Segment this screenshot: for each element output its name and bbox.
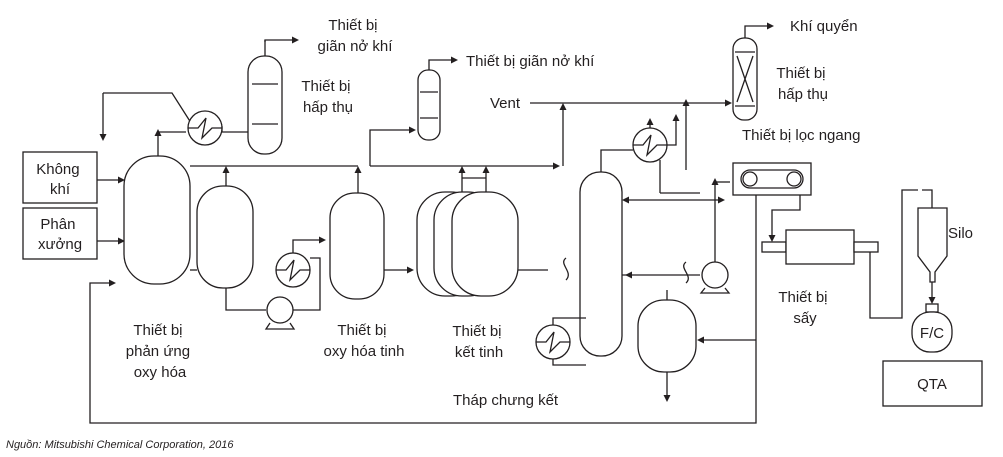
- oxy-hoa-tinh-vessel: [329, 192, 385, 300]
- fc-box: [911, 311, 953, 353]
- qta-box: [882, 360, 983, 407]
- reactor-to-crystallizer-line: [190, 165, 358, 271]
- crystallizer-bank: [416, 191, 519, 297]
- absorber-1-label: Thiết bị hấp thụ: [301, 78, 354, 116]
- qta-label: QTA: [917, 376, 947, 393]
- expander-2-feed: [369, 126, 416, 166]
- oxy-hoa-tinh-label: Thiết bị oxy hóa tinh: [324, 322, 405, 360]
- silo-to-fc-line: [925, 282, 939, 313]
- pump-2: [622, 178, 731, 294]
- reactor-vessel: [123, 155, 191, 285]
- filter-lines: [89, 195, 801, 424]
- expander-2-vessel: [417, 69, 441, 141]
- receiver-vessel: [637, 299, 697, 373]
- vapour-header: [370, 103, 567, 170]
- khong-khi-label: Không khí: [36, 161, 84, 198]
- vent-line: [530, 99, 732, 170]
- loc-ngang-label: Thiết bị lọc ngang: [742, 127, 860, 144]
- ket-tinh-label: Thiết bị kết tinh: [452, 323, 505, 361]
- heater-lines: [292, 236, 326, 253]
- thap-chung-ket-label: Tháp chưng kết: [453, 392, 559, 409]
- phan-xuong-label: Phân xưởng: [38, 216, 82, 253]
- vent-label: Vent: [490, 95, 521, 112]
- absorber-2-label: Thiết bị hấp thụ: [776, 65, 829, 103]
- dryer-to-silo-line: [869, 189, 918, 319]
- phan-xuong-box: [22, 207, 98, 260]
- absorber-2-vent: [744, 22, 774, 38]
- distillation-tower: [579, 171, 623, 357]
- silo: [917, 189, 948, 283]
- source-note: Nguồn: Mitsubishi Chemical Corporation, …: [6, 439, 234, 451]
- crystallizer-1-vessel: [196, 185, 254, 289]
- absorber-1-vessel: [247, 55, 283, 155]
- dryer: [761, 229, 879, 265]
- silo-label: Silo: [948, 225, 973, 242]
- fc-label: F/C: [920, 325, 944, 342]
- tower-condenser-lines: [600, 114, 725, 204]
- feed-lines: [97, 176, 125, 245]
- dryer-label: Thiết bị sấy: [778, 289, 831, 327]
- expander-1-label: Thiết bị giãn nở khí: [318, 17, 394, 55]
- khi-quyen-label: Khí quyển: [790, 18, 858, 35]
- expander-2-label: Thiết bị giãn nở khí: [466, 53, 595, 70]
- pump-1: [225, 257, 321, 330]
- khong-khi-box: [22, 151, 98, 204]
- crystallizer-vent-lines: [458, 166, 569, 281]
- oxy-hoa-tinh-lines: [354, 166, 414, 274]
- absorber-1-vent: [264, 36, 299, 56]
- reactor-label: Thiết bị phản ứng oxy hóa: [126, 322, 194, 381]
- reactor-recycle-lines: [99, 40, 266, 156]
- reboiler-lines: [552, 317, 586, 366]
- receiver-lines: [663, 290, 756, 402]
- expander-2-vent: [428, 56, 458, 70]
